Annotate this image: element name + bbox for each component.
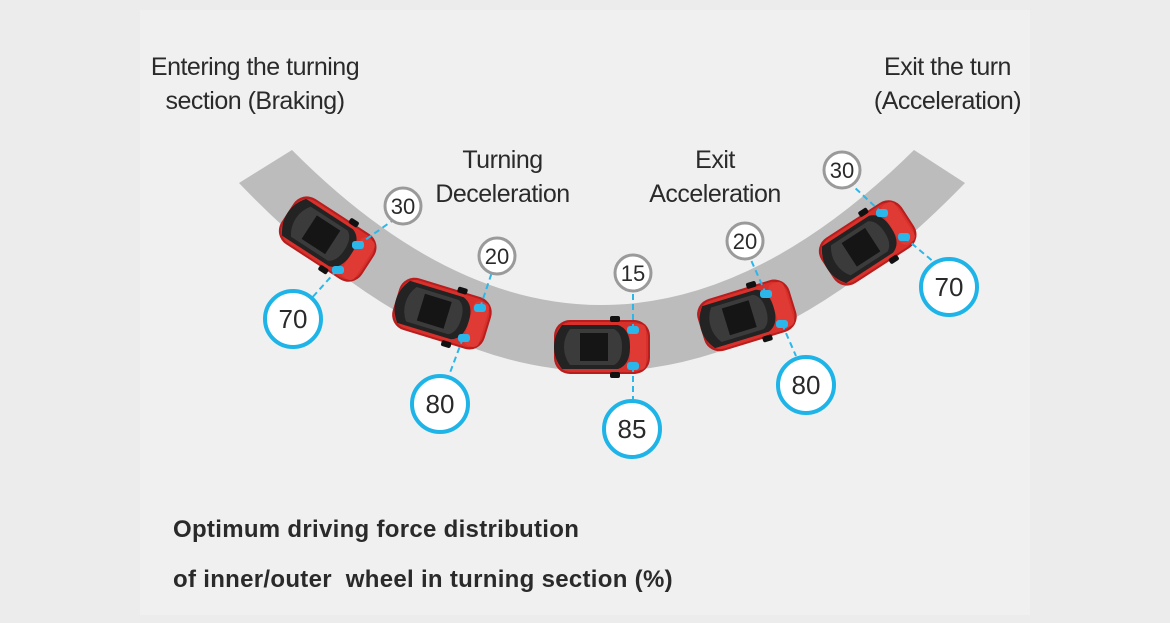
inner-value-4: 20 bbox=[733, 229, 757, 254]
inner-badge-3 bbox=[613, 253, 653, 293]
outer-badge-5 bbox=[919, 257, 979, 317]
inner-value-2: 20 bbox=[485, 244, 509, 269]
outer-badges bbox=[263, 257, 979, 459]
inner-value-1: 30 bbox=[391, 194, 415, 219]
inner-badge-5 bbox=[822, 150, 862, 190]
inner-value-5: 30 bbox=[830, 158, 854, 183]
outer-badge-2 bbox=[410, 374, 470, 434]
outer-value-2: 80 bbox=[426, 389, 455, 419]
inner-badges bbox=[383, 150, 862, 293]
outer-value-1: 70 bbox=[279, 304, 308, 334]
inner-badge-4 bbox=[725, 221, 765, 261]
outer-value-3: 85 bbox=[618, 414, 647, 444]
car-4 bbox=[691, 271, 802, 360]
phase-label-entering: Entering the turning section (Braking) bbox=[150, 53, 360, 115]
leader-lines bbox=[309, 185, 936, 400]
outer-value-5: 70 bbox=[935, 272, 964, 302]
outer-value-4: 80 bbox=[792, 370, 821, 400]
outer-badge-3 bbox=[602, 399, 662, 459]
phase-label-turning: Turning Deceleration bbox=[435, 146, 570, 208]
phase-label-exit-turn: Exit the turn (Acceleration) bbox=[873, 53, 1022, 115]
outer-badge-1 bbox=[263, 289, 323, 349]
diagram-caption: Optimum driving force distribution of in… bbox=[173, 516, 673, 593]
outer-badge-4 bbox=[776, 355, 836, 415]
inner-badge-1 bbox=[383, 186, 423, 226]
phase-label-exit-acceleration: Exit Acceleration bbox=[649, 146, 781, 208]
inner-value-3: 15 bbox=[621, 261, 645, 286]
inner-badge-2 bbox=[477, 236, 517, 276]
